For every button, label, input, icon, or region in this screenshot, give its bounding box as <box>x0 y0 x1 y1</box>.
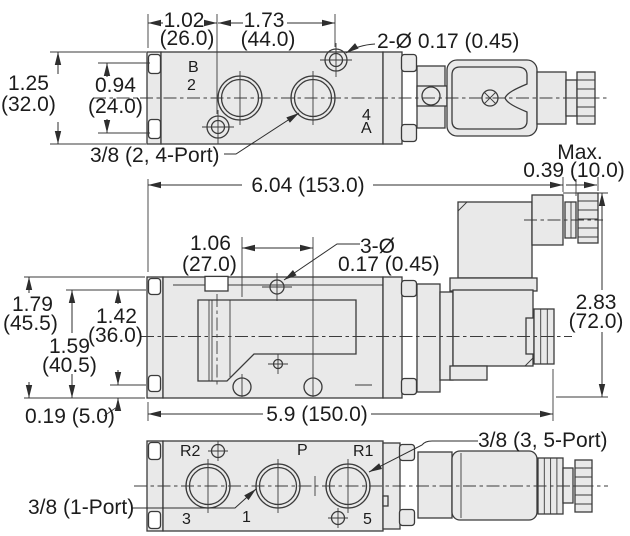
bottom-port1-note: 3/8 (1-Port) <box>28 496 134 519</box>
dim-base-label: 0.19 (5.0) <box>25 405 115 428</box>
dim-solenoid-height-mm-label: (72.0) <box>569 310 624 333</box>
dim-inner-height-label: 0.94 <box>95 74 136 97</box>
side-view-dimensions: 6.04 (153.0) Max. 0.39 (10.0) 1.06 (27.0… <box>3 141 625 428</box>
side-hole-note-line2: 0.17 (0.45) <box>338 253 440 276</box>
dim-width-left-label: 1.02 <box>164 9 205 32</box>
port-label-p: P <box>297 442 308 459</box>
dim-total-length-label: 6.04 (153.0) <box>251 174 364 197</box>
dim-height-total-mm-label: (45.5) <box>3 312 58 335</box>
port-label-5: 5 <box>363 511 372 528</box>
dim-hole-spacing-mm-label: (27.0) <box>182 253 237 276</box>
top-view-dimensions: 1.02 (26.0) 1.73 (44.0) 2-Ø 0.17 (0.45) … <box>1 9 519 167</box>
port-label-r2: R2 <box>180 443 201 460</box>
port-label-3: 3 <box>182 511 191 528</box>
side-hole-note-line1: 3-Ø <box>360 235 395 258</box>
dim-inner-height-mm-label: (24.0) <box>88 95 143 118</box>
side-view-valve-body <box>146 273 454 399</box>
side-view-solenoid <box>449 192 603 381</box>
top-view <box>93 43 610 145</box>
dim-solenoid-height-label: 2.83 <box>576 291 617 314</box>
top-hole-note: 2-Ø 0.17 (0.45) <box>377 30 519 53</box>
dim-height-label: 1.25 <box>8 72 49 95</box>
port-label-2: 2 <box>187 77 196 94</box>
dim-height-total-label: 1.79 <box>12 293 53 316</box>
dim-width-right-mm-label: (44.0) <box>241 28 296 51</box>
dim-knob-label: 0.39 (10.0) <box>523 159 625 182</box>
bottom-view <box>134 440 608 532</box>
side-view <box>141 192 603 399</box>
dim-height-inner-label: 1.42 <box>96 305 137 328</box>
dim-height-mm-label: (32.0) <box>1 93 56 116</box>
dim-width-right-label: 1.73 <box>244 9 285 32</box>
port-label-b: B <box>188 59 199 76</box>
dim-width-left-mm-label: (26.0) <box>160 27 215 50</box>
dim-height-mid-label: 1.59 <box>49 335 90 358</box>
port-label-4: 4 <box>362 107 371 124</box>
top-port-note: 3/8 (2, 4-Port) <box>90 144 220 167</box>
bottom-port35-note: 3/8 (3, 5-Port) <box>478 429 608 452</box>
dim-hole-spacing-label: 1.06 <box>190 232 231 255</box>
port-label-1: 1 <box>242 509 251 526</box>
port-label-a: A <box>361 120 372 137</box>
port-label-r1: R1 <box>353 443 374 460</box>
max-label: Max. <box>557 141 603 164</box>
bottom-view-solenoid <box>451 450 593 521</box>
dim-body-length-label: 5.9 (150.0) <box>266 403 368 426</box>
dim-height-mid-mm-label: (40.5) <box>42 354 97 377</box>
dim-height-inner-mm-label: (36.0) <box>88 324 143 347</box>
bottom-view-labels: R2 P R1 3 1 5 3/8 (1-Port) 3/8 (3, 5-Por… <box>28 429 608 528</box>
